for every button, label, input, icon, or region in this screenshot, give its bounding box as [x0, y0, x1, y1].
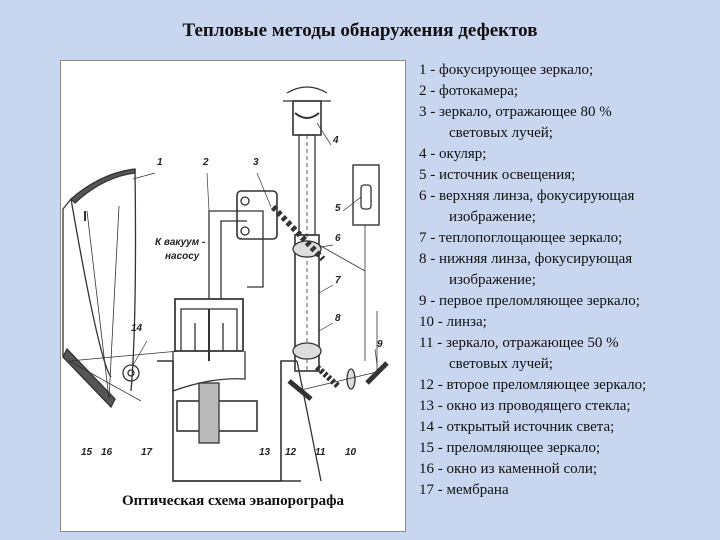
- part-number-16: 16: [101, 447, 113, 458]
- open-light-source: [122, 364, 140, 382]
- vacuum-pump-label-1: К вакуум -: [155, 237, 206, 248]
- legend-item-13: 13 - окно из проводящего стекла;: [419, 398, 631, 414]
- optical-scheme-diagram: 1 2 3 4 5 6 7 8 9 10 11 12 13 14 15 16 1…: [62, 86, 389, 482]
- part-number-11: 11: [315, 447, 326, 458]
- legend-item-17: 17 - мембрана: [419, 482, 509, 498]
- part-number-14: 14: [131, 323, 143, 334]
- legend-item-9: 9 - первое преломляющее зеркало;: [419, 293, 640, 309]
- legend-item-15: 15 - преломляющее зеркало;: [419, 440, 601, 456]
- legend-item-11: 11 - зеркало, отражающее 50 %световых лу…: [419, 335, 619, 372]
- vacuum-pump-label-2: насосу: [165, 251, 200, 262]
- part-number-5: 5: [335, 203, 341, 214]
- part-number-12: 12: [285, 447, 297, 458]
- legend-item-1: 1 - фокусирующее зеркало;: [419, 62, 594, 78]
- part-number-4: 4: [332, 135, 339, 146]
- page-title: Тепловые методы обнаружения дефектов: [182, 20, 538, 41]
- legend-item-10: 10 - линза;: [419, 314, 487, 330]
- part-number-1: 1: [157, 157, 163, 168]
- part-number-3: 3: [253, 157, 259, 168]
- optical-scheme-figure: 1 2 3 4 5 6 7 8 9 10 11 12 13 14 15 16 1…: [60, 60, 406, 532]
- figure-caption: Оптическая схема эвапорографа: [121, 493, 345, 509]
- part-number-2: 2: [202, 157, 209, 168]
- mirror-80: [270, 204, 326, 262]
- part-number-13: 13: [259, 447, 271, 458]
- legend-item-12: 12 - второе преломляющее зеркало;: [419, 377, 647, 393]
- legend-item-2: 2 - фотокамера;: [419, 83, 519, 99]
- refracting-mirror: [62, 347, 116, 409]
- part-legend: 1 - фокусирующее зеркало; 2 - фотокамера…: [419, 60, 717, 501]
- upper-lens: [292, 240, 322, 258]
- part-number-6: 6: [335, 233, 341, 244]
- legend-item-14: 14 - открытый источник света;: [419, 419, 615, 435]
- focusing-mirror: [70, 168, 136, 204]
- legend-item-5: 5 - источник освещения;: [419, 167, 576, 183]
- legend-item-7: 7 - теплопоглощающее зеркало;: [419, 230, 623, 246]
- part-number-9: 9: [377, 339, 383, 350]
- part-number-10: 10: [345, 447, 357, 458]
- legend-item-4: 4 - окуляр;: [419, 146, 487, 162]
- illumination-source: [360, 184, 372, 210]
- lower-lens: [292, 342, 322, 360]
- eyepiece: [294, 112, 320, 119]
- legend-item-16: 16 - окно из каменной соли;: [419, 461, 598, 477]
- part-number-8: 8: [335, 313, 341, 324]
- part-number-17: 17: [141, 447, 153, 458]
- legend-item-3: 3 - зеркало, отражающее 80 %световых луч…: [419, 104, 612, 141]
- part-number-15: 15: [81, 447, 93, 458]
- part-number-7: 7: [335, 275, 341, 286]
